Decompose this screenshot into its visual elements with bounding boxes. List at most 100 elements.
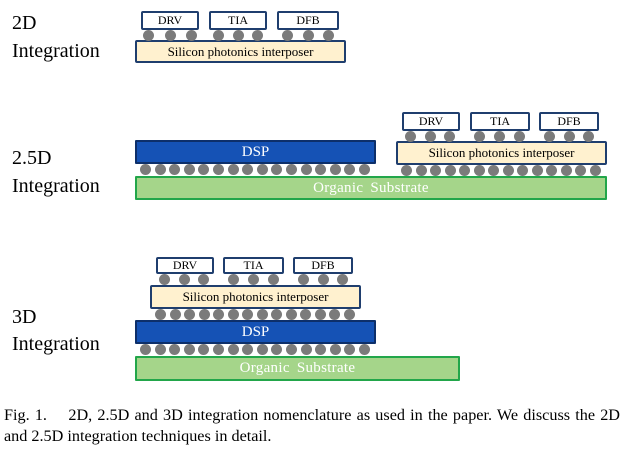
solder-bump <box>302 30 314 41</box>
solder-bump <box>575 165 587 176</box>
chip-drv-3d: DRV <box>156 257 214 274</box>
solder-bump <box>271 164 283 175</box>
solder-bump <box>502 165 514 176</box>
integration-diagram: 2D Integration DRV TIA DFB Silicon photo… <box>12 11 607 381</box>
solder-bump <box>213 30 224 41</box>
solder-bump <box>242 164 254 175</box>
chip-dfb-2d: DFB <box>277 11 339 30</box>
solder-bump <box>359 344 370 355</box>
solder-bump <box>213 309 225 320</box>
solder-bump <box>232 30 244 41</box>
solder-bump <box>143 30 154 41</box>
solder-bump <box>286 164 297 175</box>
solder-bump <box>169 309 181 320</box>
solder-bump <box>405 131 416 142</box>
solder-bump <box>317 274 329 285</box>
solder-bump <box>198 274 209 285</box>
solder-bump <box>227 309 239 320</box>
solder-bump <box>248 274 259 285</box>
solder-bump <box>323 30 334 41</box>
solder-bump <box>583 131 594 142</box>
solder-bump <box>242 344 254 355</box>
solder-bump <box>337 274 348 285</box>
solder-bump <box>315 344 327 355</box>
solder-bump <box>155 309 166 320</box>
solder-bump <box>268 274 279 285</box>
solder-bump <box>314 309 326 320</box>
solder-bump <box>544 131 555 142</box>
solder-bump <box>154 164 166 175</box>
substrate-3d: Organic Substrate <box>135 356 460 381</box>
chip-tia-2d: TIA <box>209 11 267 30</box>
solder-bump <box>329 344 341 355</box>
solder-bump <box>344 309 355 320</box>
solder-bump <box>494 131 505 142</box>
solder-bump <box>590 165 601 176</box>
dsp-3d: DSP <box>135 320 376 344</box>
figure-caption: Fig. 1. 2D, 2.5D and 3D integration nome… <box>4 406 620 445</box>
solder-bump <box>183 164 195 175</box>
solder-bump <box>252 30 263 41</box>
solder-bump <box>444 131 455 142</box>
label-2-5d-integration: Integration <box>12 175 100 197</box>
label-3d-integration: Integration <box>12 333 100 355</box>
solder-bump <box>184 309 196 320</box>
solder-bump <box>140 164 151 175</box>
label-2d-integration: Integration <box>12 40 100 62</box>
solder-bump <box>242 309 254 320</box>
interposer-2d: Silicon photonics interposer <box>135 40 346 63</box>
solder-bump <box>424 131 436 142</box>
chip-drv-2d: DRV <box>141 11 199 30</box>
solder-bump <box>473 165 485 176</box>
substrate-2-5d: Organic Substrate <box>135 176 607 200</box>
solder-bump <box>213 344 224 355</box>
solder-bump <box>178 274 190 285</box>
solder-bump <box>300 164 312 175</box>
chip-dfb-2-5d: DFB <box>539 112 599 131</box>
solder-bump <box>444 165 456 176</box>
solder-bump <box>169 344 181 355</box>
solder-bump <box>159 274 170 285</box>
solder-bump <box>329 309 341 320</box>
solder-bump <box>164 30 176 41</box>
solder-bump <box>169 164 181 175</box>
solder-bump <box>183 344 195 355</box>
solder-bump <box>315 164 327 175</box>
chip-tia-3d: TIA <box>223 257 284 274</box>
solder-bump <box>198 309 210 320</box>
chip-tia-2-5d: TIA <box>470 112 530 131</box>
solder-bump <box>517 165 529 176</box>
solder-bump <box>563 131 575 142</box>
interposer-2-5d: Silicon photonics interposer <box>396 141 607 165</box>
solder-bump <box>256 164 268 175</box>
solder-bump <box>459 165 471 176</box>
solder-bump <box>401 165 412 176</box>
solder-bump <box>154 344 166 355</box>
solder-bump <box>213 164 224 175</box>
solder-bump <box>415 165 427 176</box>
dsp-2-5d: DSP <box>135 140 376 164</box>
solder-bump <box>298 274 309 285</box>
solder-bump <box>228 274 239 285</box>
solder-bump <box>256 344 268 355</box>
solder-bump <box>359 164 370 175</box>
solder-bump <box>285 309 297 320</box>
solder-bump <box>282 30 293 41</box>
label-2d: 2D <box>12 12 37 34</box>
solder-bump <box>286 344 297 355</box>
solder-bump <box>271 309 283 320</box>
solder-bump <box>186 30 197 41</box>
solder-bump <box>271 344 283 355</box>
solder-bump <box>256 309 268 320</box>
solder-bump <box>300 344 312 355</box>
label-3d: 3D <box>12 306 37 328</box>
solder-bump <box>227 344 239 355</box>
solder-bump <box>227 164 239 175</box>
solder-bump <box>430 165 442 176</box>
interposer-3d: Silicon photonics interposer <box>150 285 361 309</box>
solder-bump <box>531 165 543 176</box>
solder-bump <box>300 309 312 320</box>
solder-bump <box>488 165 500 176</box>
solder-bump <box>329 164 341 175</box>
solder-bump <box>560 165 572 176</box>
